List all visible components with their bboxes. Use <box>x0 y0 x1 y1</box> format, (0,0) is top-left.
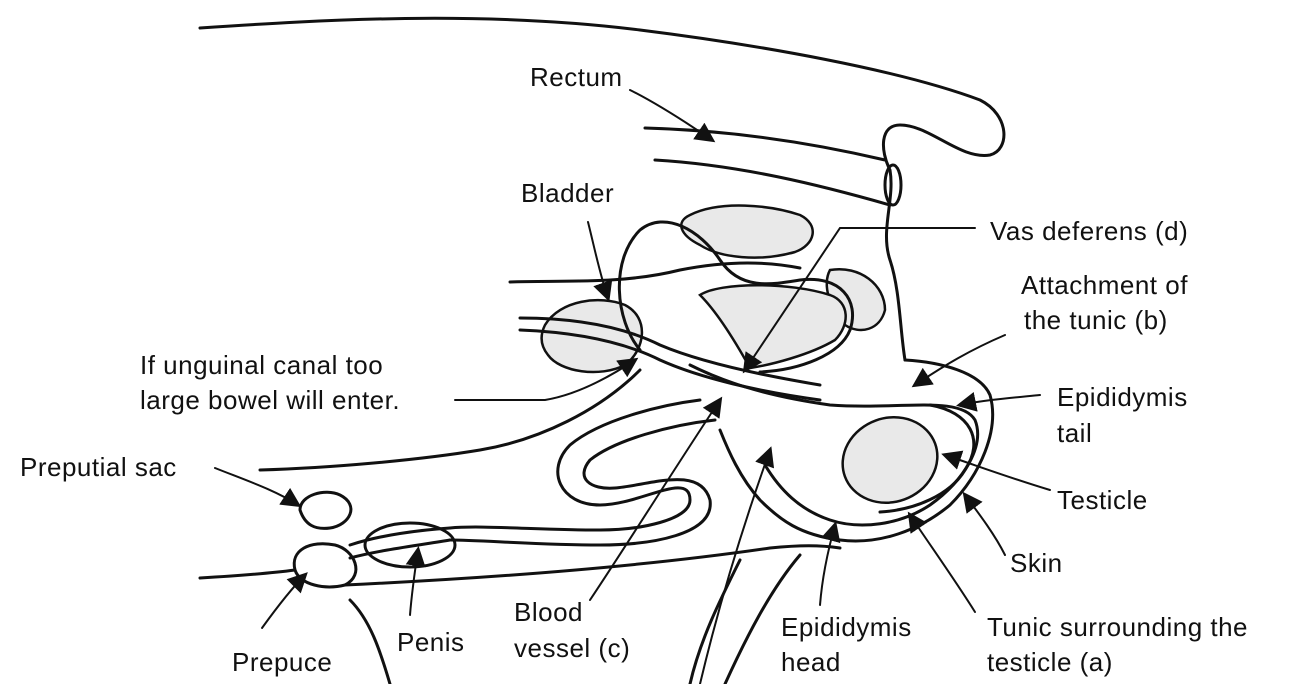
label-epididymis-tail-line2: tail <box>1057 418 1092 449</box>
label-epididymis-head-line1: Epididymis <box>781 612 912 643</box>
label-epididymis-head-line2: head <box>781 647 841 678</box>
label-epididymis-tail-line1: Epididymis <box>1057 382 1188 413</box>
label-prepuce: Prepuce <box>232 647 332 678</box>
label-preputial-sac: Preputial sac <box>20 452 177 483</box>
urethra-line-1 <box>510 263 800 282</box>
label-bladder: Bladder <box>521 178 614 209</box>
label-blood-vessel-line2: vessel (c) <box>514 633 630 664</box>
penis-loop <box>450 400 700 530</box>
leader-attachment <box>915 335 1005 385</box>
leader-testicle <box>945 455 1050 490</box>
leader-bladder <box>588 222 608 298</box>
label-testicle: Testicle <box>1057 485 1148 516</box>
label-tunic-line2: testicle (a) <box>987 647 1113 678</box>
belly-outline-lower <box>200 546 840 585</box>
leader-tunic <box>910 515 975 612</box>
label-tunic-line1: Tunic surrounding the <box>987 612 1248 643</box>
label-penis: Penis <box>397 627 465 658</box>
label-rectum: Rectum <box>530 62 623 93</box>
leader-prepuce <box>262 575 305 628</box>
label-attachment-line2: the tunic (b) <box>1024 305 1168 336</box>
leg-line-1 <box>350 600 390 684</box>
preputial-sac-shape <box>300 492 351 528</box>
label-vas-deferens: Vas deferens (d) <box>990 216 1188 247</box>
rectum-end <box>885 165 901 205</box>
bladder-shape <box>542 300 642 372</box>
leader-preputial-sac <box>215 468 298 505</box>
label-inguinal-line1: If unguinal canal too <box>140 350 383 381</box>
label-inguinal-line2: large bowel will enter. <box>140 385 400 416</box>
leader-rectum <box>630 90 712 140</box>
leader-epididymis-tail <box>960 395 1040 405</box>
label-attachment-line1: Attachment of <box>1021 270 1188 301</box>
label-skin: Skin <box>1010 548 1063 579</box>
leader-skin <box>965 495 1005 555</box>
label-blood-vessel-line1: Blood <box>514 597 583 628</box>
rectum-tube-lower <box>655 160 890 205</box>
rectum-tube-upper <box>645 128 885 160</box>
prepuce-outline <box>294 544 356 587</box>
prostate-gland <box>681 206 812 258</box>
